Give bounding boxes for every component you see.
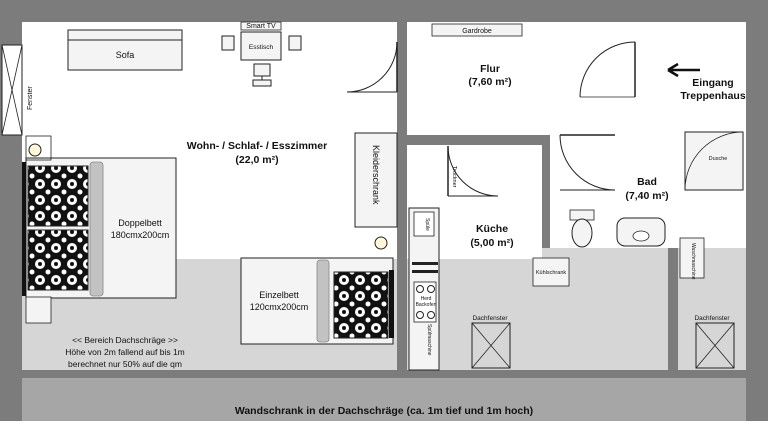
slope-note-3: berechnet nur 50% auf die qm (68, 359, 182, 369)
dining-table (240, 31, 282, 61)
chair-bottom (253, 63, 271, 77)
kitchen-name: Küche (476, 223, 508, 235)
window-label: Fenster (27, 86, 34, 110)
washing-machine-label: Waschmaschine (690, 243, 696, 280)
slope-note-2: Höhe von 2m fallend auf bis 1m (65, 347, 185, 357)
garderobe (431, 23, 523, 37)
dishwasher-label: Spülmaschine (426, 324, 432, 356)
washing-machine (679, 237, 705, 279)
skylight-niche-label: Dachfenster (694, 315, 730, 322)
smart-tv-label: Smart TV (246, 23, 276, 30)
bathroom-area: (7,40 m²) (625, 190, 668, 202)
lamp-icon (28, 143, 42, 157)
garderobe-label: Gardrobe (462, 28, 492, 35)
shower (684, 131, 744, 191)
fridge (532, 257, 570, 287)
fridge-label: Kühlschrank (536, 270, 567, 276)
wardrobe-strip-label: Wandschrank in der Dachschräge (ca. 1m t… (235, 405, 533, 417)
hallway-name: Flur (480, 63, 500, 75)
double-bed-size: 180cmx200cm (111, 230, 170, 240)
living-room-area: (22,0 m²) (235, 154, 278, 166)
entrance-area (643, 22, 746, 111)
skylight-niche (695, 322, 735, 369)
pillow-top (27, 165, 89, 227)
dryer-label: Trockner (451, 166, 457, 188)
closet (354, 132, 398, 228)
bath-inner-wall (668, 248, 678, 370)
chair-right (288, 35, 302, 51)
sink (413, 211, 435, 237)
single-bed-size: 120cmx200cm (250, 302, 309, 312)
pillow-bottom (27, 229, 89, 291)
kitchen-door (447, 145, 499, 197)
entrance-label: Eingang (692, 77, 733, 89)
entrance-door (579, 41, 636, 98)
slope-note-1: << Bereich Dachschräge >> (72, 335, 178, 345)
toilet (571, 218, 593, 248)
kitchen-area: (5,00 m²) (470, 237, 513, 249)
stove-label: Herd (421, 296, 432, 302)
bathroom-name: Bad (637, 176, 657, 188)
shower-label: Dusche (709, 156, 728, 162)
sink-label: Spüle (424, 218, 430, 231)
skylight-kitchen-label: Dachfenster (472, 315, 508, 322)
single-bed-label: Einzelbett (259, 290, 299, 300)
skylight-kitchen (471, 322, 511, 369)
lamp-icon (374, 236, 388, 250)
bath-door (559, 134, 616, 191)
chair-left (221, 35, 235, 51)
hallway-area: (7,60 m²) (468, 76, 511, 88)
double-bed-label: Doppelbett (118, 218, 162, 228)
entrance-sublabel: Treppenhaus (680, 90, 746, 102)
smart-tv (240, 21, 282, 31)
closet-label: Kleiderschrank (371, 145, 381, 205)
sofa-label: Sofa (116, 50, 135, 60)
door-living-hall (346, 41, 398, 93)
pillow-single (333, 271, 389, 339)
dining-table-label: Esstisch (249, 44, 274, 51)
built-in-wardrobe (22, 378, 746, 421)
arrow-left-icon (667, 62, 700, 78)
oven-label: Backofen (416, 302, 437, 308)
living-room-name: Wohn- / Schlaf- / Esszimmer (187, 140, 327, 152)
